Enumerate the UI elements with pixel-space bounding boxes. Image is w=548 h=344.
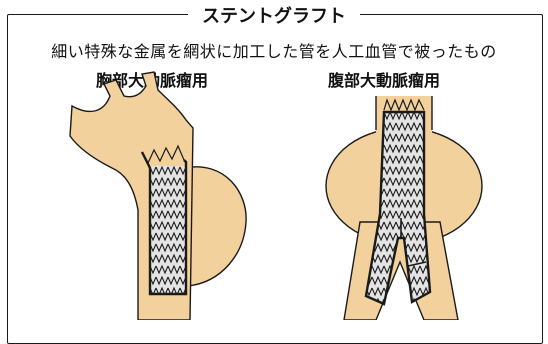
abdominal-label: 腹部大動脈瘤用 xyxy=(328,71,441,90)
thoracic-stent-graft xyxy=(140,144,188,296)
illustration xyxy=(69,71,483,320)
abdominal-stent-graft xyxy=(364,98,432,306)
diagram-subtitle: 細い特殊な金属を網状に加工した管を人工血管で被ったもの xyxy=(51,42,497,61)
diagram-title: ステントグラフト xyxy=(0,2,548,28)
